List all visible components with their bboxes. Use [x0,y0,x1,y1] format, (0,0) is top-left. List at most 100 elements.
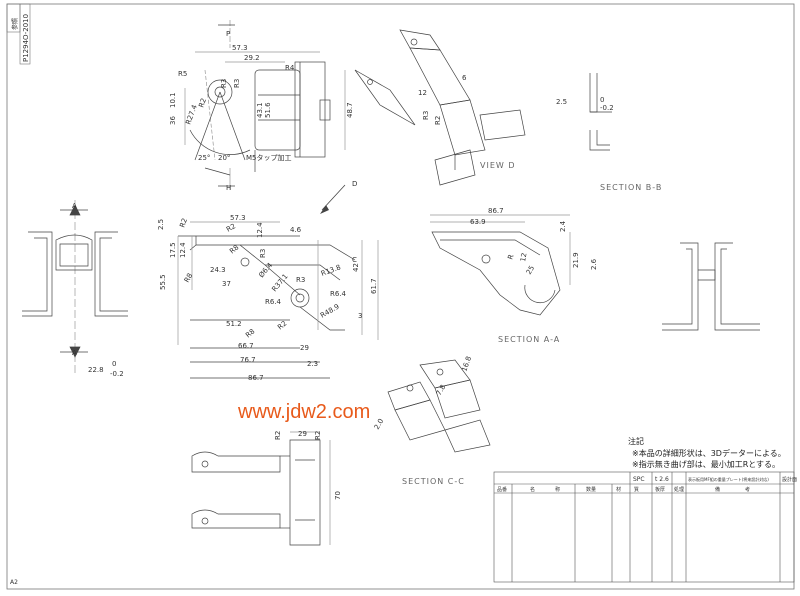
dim-top-57-3: 57.3 [232,44,248,52]
dim-top-29-2: 29.2 [244,54,260,62]
section-bb-title: SECTION B-B [600,183,662,192]
dim-aa-25: 25 [525,264,536,276]
label-a-top: A [72,202,77,210]
drawing-number: P1294O-2010 [22,14,30,62]
dim-front-55-5: 55.5 [159,274,167,290]
dim-cc-2-0: 2.0 [373,417,385,431]
notes-line-2: ※指示無き曲げ部は、最小加工Rとする。 [632,459,780,469]
dim-aa-21-9: 21.9 [572,252,580,268]
dim-aa-63-9: 63.9 [470,218,486,226]
section-cc-dimensions: 16.8 7.8 2.0 SECTION C-C [373,355,473,486]
dim-top-r3b: R3 [233,79,241,88]
dim-top-43-1: 43.1 [256,102,264,118]
dim-front-29: 29 [300,344,309,352]
dim-bottom-r2a: R2 [274,431,282,440]
thickness: t 2.6 [655,476,669,483]
dim-aa-12: 12 [519,252,528,262]
dim-front-42: 42 [352,263,360,272]
label-h: H [226,184,231,192]
section-cc-drawing [387,359,491,453]
top-view-dimensions: 57.3 29.2 R5 R3 R3 R4 36 10.1 R27.4 R2 4… [169,30,354,192]
dim-cc-16-8: 16.8 [460,355,473,372]
dim-front-r37-1: R37.1 [270,272,289,293]
watermark-text: www.jdw2.com [237,401,370,423]
section-aa-title: SECTION A-A [498,335,560,344]
drawing-number-box: 参照 P1294O-2010 [6,3,31,65]
dim-front-3: 3 [358,312,362,320]
bottom-view [191,431,331,546]
corner-label: 参照 [11,18,19,30]
title-block [493,471,795,583]
header-thickness: 板厚 [655,486,665,493]
dim-aa-2-6: 2.6 [590,258,598,270]
dim-front-86-7: 86.7 [248,374,264,382]
dim-front-2-5: 2.5 [157,219,165,230]
dim-front-r3b: R3 [296,276,305,284]
section-aa-drawing [430,214,571,316]
header-material-1: 材 [616,486,621,493]
view-d [354,29,526,186]
section-bb-drawing [589,73,612,151]
notes-title: 注記 [628,436,644,446]
dim-front-37: 37 [222,280,231,288]
dim-top-r2: R2 [197,97,208,109]
top-view [184,20,346,190]
dim-front-61-7: 61.7 [370,278,378,294]
dim-left-0: 0 [112,360,116,368]
header-remarks-2: 考 [745,487,750,493]
view-arrow-d: D [320,180,357,214]
dim-front-12-4: 12.4 [256,222,264,238]
revision-label: 設計面 [782,476,797,483]
dim-viewd-r2: R2 [434,116,442,125]
dim-bb-2-5: 2.5 [556,98,567,106]
dim-front-r2b: R2 [225,222,237,234]
notes-line-1: ※本品の詳細形状は、3Dデーターによる。 [632,448,786,458]
dim-front-r8c: R8 [244,327,256,339]
dim-top-36: 36 [169,116,177,125]
dim-aa-2-4: 2.4 [559,220,567,232]
corner-mark: A2 [10,579,18,586]
header-name-1: 名 [530,486,535,493]
dim-top-r3a: R3 [220,79,228,88]
dim-aa-86-7: 86.7 [488,207,504,215]
left-view-dimensions: A A 22.8 0 -0.2 [72,202,124,378]
material: SPC [633,476,645,483]
dim-front-24-3: 24.3 [210,266,226,274]
dim-front-r2c: R2 [276,319,288,331]
header-treatment: 処理 [674,486,684,493]
view-d-dimensions: 6 12 R3 R2 VIEW D [418,74,516,170]
view-d-title: VIEW D [480,161,516,170]
section-aa-dimensions: 86.7 63.9 2.4 R 12 25 21.9 2.6 SECTION A… [470,207,598,344]
front-view-dimensions: 57.3 2.5 R2 R2 12.4 4.6 17.5 12.4 R8 R3 … [157,214,378,382]
title-block-text: SPC t 2.6 表示板用MF組の重量プレート(将来設計対応) 品番 名 称 … [497,476,797,493]
dim-front-4-6: 4.6 [290,226,302,234]
dim-front-r13-8: R13.8 [320,263,342,278]
arrow-d-label: D [352,180,357,188]
bottom-view-dimensions: R2 29 R2 70 [274,430,342,500]
dim-left-22-8: 22.8 [88,366,104,374]
dim-left-minus0-2: -0.2 [110,370,124,378]
dim-bb-minus0-2: -0.2 [600,104,614,112]
dim-top-51-6: 51.6 [264,102,272,118]
header-qty: 数量 [586,486,596,493]
dim-front-66-7: 66.7 [238,342,254,350]
dim-front-57-3: 57.3 [230,214,246,222]
dim-top-10-1: 10.1 [169,92,177,108]
right-side-view [662,242,760,331]
left-side-view [22,200,128,375]
front-view [177,221,379,379]
dim-bottom-70: 70 [334,491,342,500]
part-name: 表示板用MF組の重量プレート(将来設計対応) [688,476,769,482]
dim-bottom-29: 29 [298,430,307,438]
dim-top-20deg: 20° [218,154,230,162]
dim-viewd-6: 6 [462,74,467,82]
dim-viewd-r3: R3 [422,111,430,120]
dim-aa-r: R [506,253,515,260]
dim-top-25deg: 25° [198,154,210,162]
dim-front-r6-4a: R6.4 [265,298,282,306]
dim-front-r8b: R8 [183,272,195,284]
header-part-no: 品番 [497,486,507,493]
dim-front-17-5: 17.5 [169,242,177,258]
